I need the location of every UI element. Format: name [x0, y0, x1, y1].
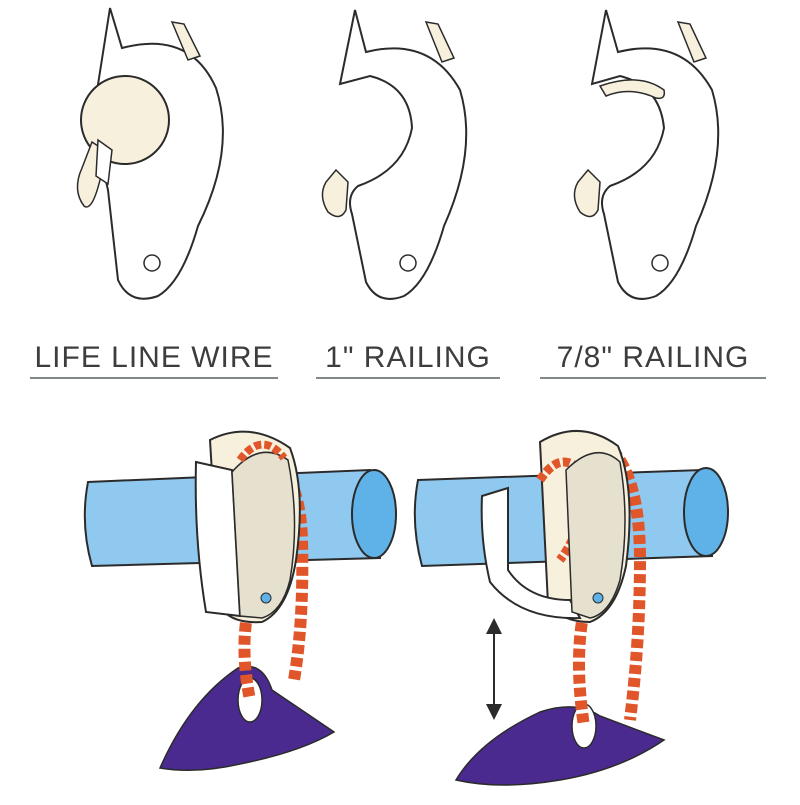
- clip-78in-latch: [573, 168, 601, 218]
- clip-lifeline-top-tab: [170, 21, 202, 61]
- clip-78in-body: [590, 9, 720, 300]
- clip-1in-railing: [321, 9, 468, 300]
- clip-lifeline-gate: [95, 138, 113, 186]
- underline-78in-railing: [540, 377, 766, 379]
- rail-right-end: [683, 467, 729, 557]
- clip-open-gate: [480, 486, 582, 620]
- rope-left-loop: [236, 440, 288, 463]
- rope-right-front: [573, 608, 590, 727]
- underline-1in-railing: [316, 377, 500, 379]
- sail-right: [454, 706, 666, 786]
- clip-78in-insert: [598, 79, 666, 100]
- clip-open-face: [565, 451, 626, 619]
- assembly-closed: [83, 430, 397, 771]
- clip-1in-latch: [321, 168, 349, 218]
- label-78in-railing: 7/8" RAILING: [556, 341, 750, 374]
- underline-lifeline-wire: [30, 377, 278, 379]
- sail-left-grommet: [237, 677, 263, 723]
- rail-left-end: [351, 469, 397, 559]
- clip-78in-top-tab: [676, 21, 708, 63]
- clip-1in-body: [338, 9, 468, 300]
- clip-lifeline-wire-disc: [80, 75, 170, 165]
- clip-1in-top-tab: [424, 21, 456, 63]
- label-lifeline-wire: LIFE LINE WIRE: [34, 341, 274, 374]
- clip-lifeline-wire: [76, 7, 224, 300]
- rope-right-back: [607, 445, 647, 721]
- clip-lifeline-hole: [143, 254, 161, 272]
- label-1in-railing: 1" RAILING: [325, 341, 491, 374]
- clip-open-hole: [592, 592, 604, 604]
- clip-1in-hole: [399, 254, 417, 272]
- clip-closed-hole: [260, 592, 272, 604]
- assembly-open: [413, 430, 729, 786]
- clip-closed-gate: [194, 460, 242, 618]
- sail-right-grommet: [571, 703, 597, 749]
- double-arrow-icon: [486, 618, 502, 720]
- clip-78in-hole: [651, 254, 669, 272]
- clip-closed-face: [231, 451, 296, 619]
- clip-78in-railing: [573, 9, 720, 300]
